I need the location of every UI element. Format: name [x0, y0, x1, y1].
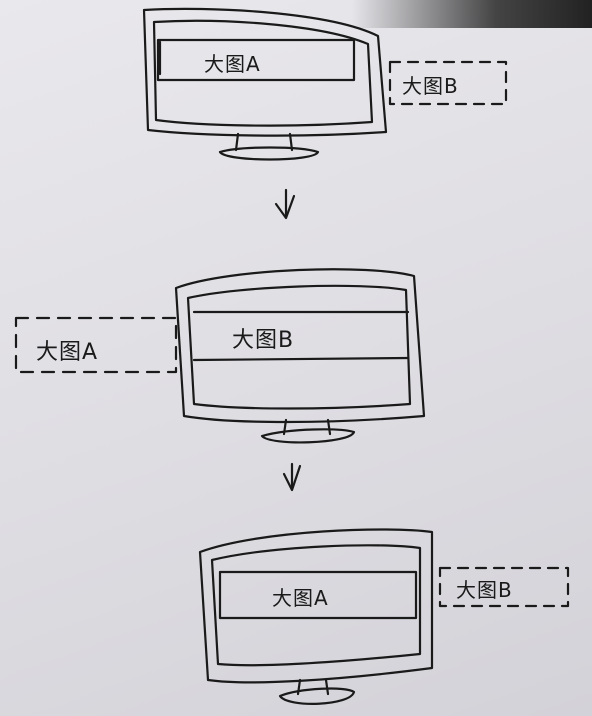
monitor-2 [174, 268, 426, 444]
photo-shadow-corner [352, 0, 592, 28]
monitor-1-screen [152, 19, 374, 127]
monitor-1-bezel [142, 7, 388, 137]
offscreen-frame-3 [438, 566, 570, 608]
screen-label-2: 大图B [232, 328, 295, 353]
offscreen-label-3: 大图B [456, 578, 513, 602]
offscreen-frame-1 [388, 60, 508, 106]
monitor-3-screen [210, 544, 422, 667]
monitor-2-base [260, 428, 356, 444]
offscreen-label-2: 大图A [36, 340, 99, 365]
offscreen-frame-2 [14, 316, 178, 374]
monitor-1-banner [156, 38, 356, 82]
monitor-3 [198, 528, 434, 705]
monitor-2-bezel [174, 268, 426, 424]
monitor-3-base [278, 687, 356, 705]
arrow-1 [274, 188, 296, 220]
monitor-2-banner-bottom [192, 356, 410, 362]
arrow-2 [282, 462, 302, 492]
monitor-1-base [218, 146, 320, 161]
monitor-1 [142, 7, 388, 161]
screen-label-3: 大图A [272, 586, 329, 610]
monitor-3-banner [218, 570, 418, 620]
screen-label-1: 大图A [204, 52, 261, 76]
monitor-3-neck [296, 678, 330, 696]
monitor-3-bezel [198, 528, 434, 684]
monitor-2-screen [186, 284, 412, 410]
offscreen-label-1: 大图B [402, 74, 459, 98]
